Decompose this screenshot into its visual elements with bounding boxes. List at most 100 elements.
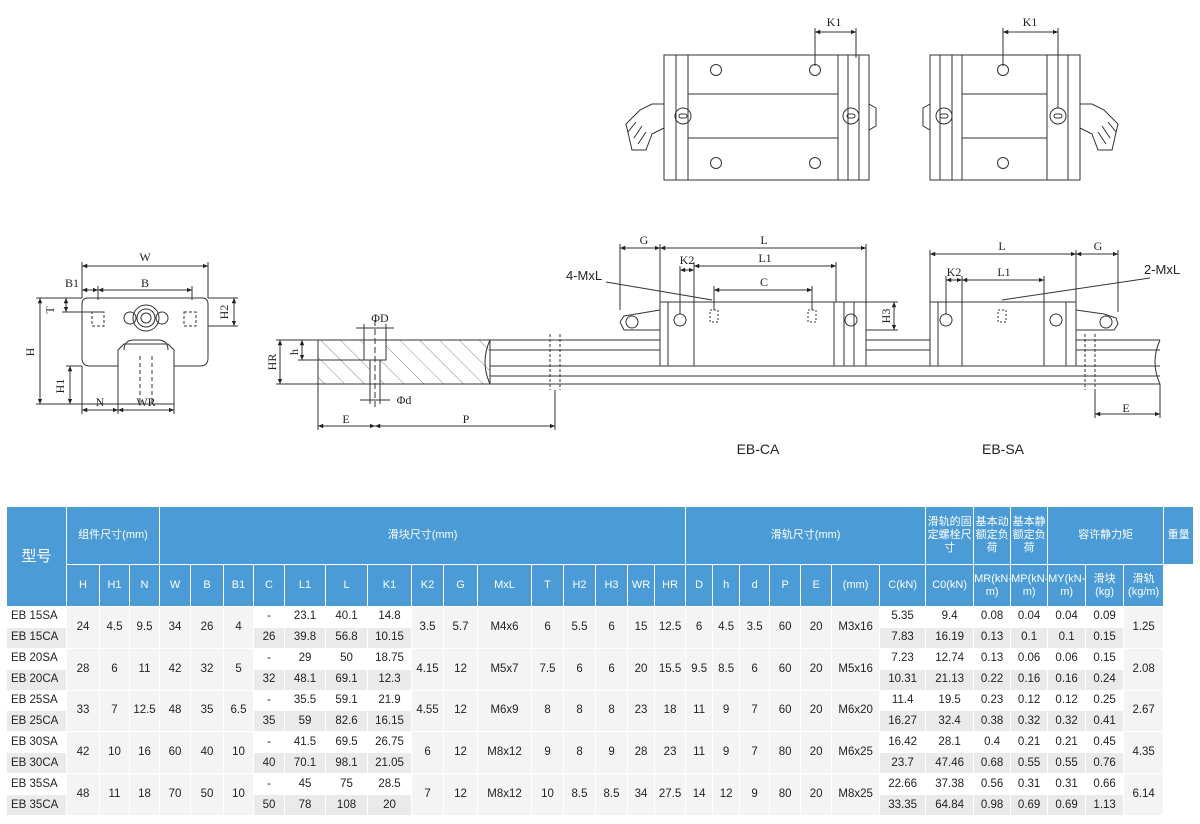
spec-table: 型号 组件尺寸(mm) 滑块尺寸(mm) 滑轨尺寸(mm) 滑轨的固定螺栓尺寸 … <box>6 506 1194 816</box>
cell-mr: 0.13 <box>973 626 1012 649</box>
cell-model: EB 20CA <box>6 668 67 691</box>
cell-l: 82.6 <box>325 710 369 733</box>
label-h: H <box>23 347 37 356</box>
cell-model: EB 35SA <box>6 773 67 796</box>
label-l-sa: L <box>998 239 1005 253</box>
cell-wb: 0.66 <box>1085 773 1125 796</box>
cell-wr: 4.35 <box>1123 731 1165 775</box>
cell-wb: 0.15 <box>1085 647 1125 670</box>
cell-my: 0.1 <box>1047 626 1087 649</box>
cell-b: 35 <box>190 689 225 733</box>
cell-mp: 0.31 <box>1010 773 1049 796</box>
cell-dyn: 33.35 <box>879 794 927 816</box>
cell-wr: 34 <box>627 773 656 816</box>
cell-k2: 6 <box>411 731 445 775</box>
cell-model: EB 25SA <box>6 689 67 712</box>
cell-p: 60 <box>769 606 802 649</box>
cell-d: 11 <box>685 731 714 775</box>
cell-wr: 23 <box>627 689 656 733</box>
cell-b1: 10 <box>223 731 255 775</box>
end-view <box>36 262 238 414</box>
cell-dyn: 5.35 <box>879 606 927 628</box>
cell-stat: 37.38 <box>925 773 975 796</box>
subheader-t: T <box>531 564 565 607</box>
caption-eb-sa: EB-SA <box>982 441 1025 457</box>
label-l1-ca: L1 <box>758 251 771 265</box>
subheader-wr: 滑轨(kg/m) <box>1123 564 1165 607</box>
label-p: P <box>463 412 470 426</box>
cell-p: 60 <box>769 689 802 733</box>
cell-g: 12 <box>443 731 479 775</box>
cell-l: 75 <box>325 773 369 796</box>
cell-k1: 14.8 <box>367 606 413 628</box>
cell-model: EB 35CA <box>6 794 67 816</box>
label-h3: H3 <box>879 309 893 324</box>
cell-bolt: M6x20 <box>831 689 881 733</box>
label-k1-sa: K1 <box>1023 15 1038 29</box>
cell-e: 20 <box>800 689 833 733</box>
cell-dyn: 7.23 <box>879 647 927 670</box>
callouts: 4-MxL 2-MxL EB-CA EB-SA <box>566 262 1180 457</box>
cell-k1: 18.75 <box>367 647 413 670</box>
cell-b: 40 <box>190 731 225 775</box>
cell-mp: 0.06 <box>1010 647 1049 670</box>
cell-k2: 7 <box>411 773 445 816</box>
cell-b1: 5 <box>223 647 255 691</box>
cell-b: 32 <box>190 647 225 691</box>
cell-d: 7 <box>739 689 771 733</box>
label-phi-d-small: Φd <box>397 393 412 407</box>
cell-h: 28 <box>66 647 100 691</box>
cell-stat: 12.74 <box>925 647 975 670</box>
label-2-mxl: 2-MxL <box>1144 262 1180 277</box>
label-b1: B1 <box>65 276 79 290</box>
cell-hr: 27.5 <box>654 773 687 816</box>
cell-n: 12.5 <box>128 689 161 733</box>
cell-model: EB 30SA <box>6 731 67 754</box>
cell-k2: 4.55 <box>411 689 445 733</box>
cell-dyn: 22.66 <box>879 773 927 796</box>
cell-wr: 20 <box>627 647 656 691</box>
caption-eb-ca: EB-CA <box>737 441 780 457</box>
cell-mp: 0.1 <box>1010 626 1049 649</box>
cell-c: - <box>253 647 286 670</box>
header-weight: 重量 <box>1163 506 1194 565</box>
side-view-ca <box>605 244 898 367</box>
cell-h1: 7 <box>99 689 130 733</box>
cell-g: 5.7 <box>443 606 479 649</box>
cell-dyn: 10.31 <box>879 668 927 691</box>
cell-t: 10 <box>531 773 565 816</box>
subheader-b: B <box>190 564 225 607</box>
cell-b1: 4 <box>223 606 255 649</box>
header-moment: 容许静力矩 <box>1047 506 1165 565</box>
header-block: 滑块尺寸(mm) <box>159 506 687 565</box>
cell-wr: 28 <box>627 731 656 775</box>
cell-l: 69.1 <box>325 668 369 691</box>
cell-w: 70 <box>159 773 192 816</box>
cell-hr: 23 <box>654 731 687 775</box>
cell-mp: 0.55 <box>1010 752 1049 775</box>
cell-l1: 39.8 <box>284 626 327 649</box>
cell-mr: 0.23 <box>973 689 1012 712</box>
cell-wr: 6.14 <box>1123 773 1165 816</box>
cell-c: - <box>253 689 286 712</box>
label-phi-d-big: ΦD <box>371 311 389 325</box>
cell-mp: 0.69 <box>1010 794 1049 816</box>
cell-d: 3.5 <box>739 606 771 649</box>
label-n: N <box>96 395 105 409</box>
label-l1-sa: L1 <box>997 265 1010 279</box>
cell-mr: 0.68 <box>973 752 1012 775</box>
cell-mr: 0.98 <box>973 794 1012 816</box>
cell-k1: 26.75 <box>367 731 413 754</box>
cell-l: 59.1 <box>325 689 369 712</box>
cell-c: 40 <box>253 752 286 775</box>
subheader-e: E <box>800 564 833 607</box>
subheader-w: W <box>159 564 192 607</box>
technical-drawing: K1 K1 W B1 B T H H1 H2 N WR HR h ΦD Φd E… <box>23 15 1180 457</box>
cell-mr: 0.56 <box>973 773 1012 796</box>
cell-model: EB 15SA <box>6 606 67 628</box>
